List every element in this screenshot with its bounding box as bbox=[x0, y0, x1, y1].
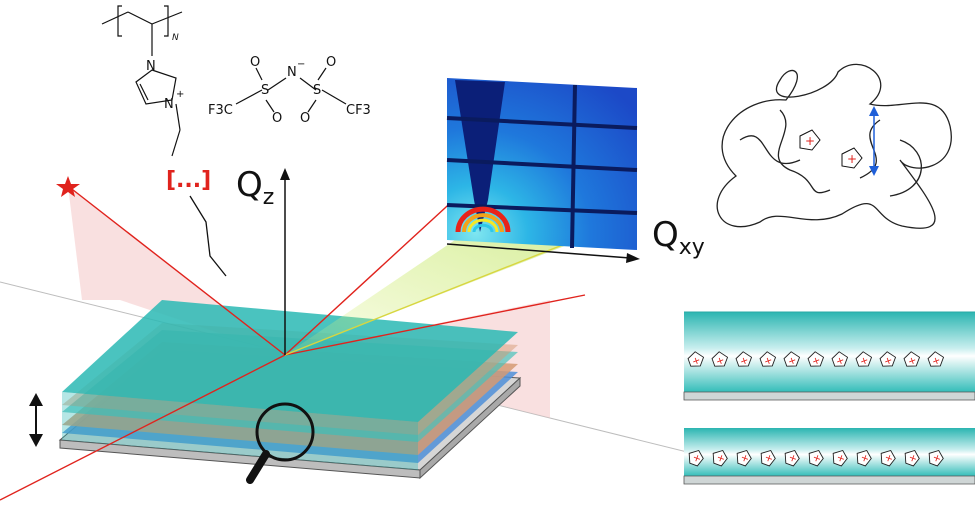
svg-text:+: + bbox=[847, 152, 857, 166]
cation-tilted-6: + bbox=[832, 449, 848, 467]
svg-text:+: + bbox=[811, 453, 824, 465]
svg-text:+: + bbox=[787, 453, 800, 465]
cation-upright-6: + bbox=[831, 351, 849, 368]
svg-text:+: + bbox=[907, 453, 920, 465]
cation-upright-1: + bbox=[711, 351, 729, 368]
cation-symbols: + + bbox=[799, 129, 863, 169]
cation-tilted-1: + bbox=[712, 449, 728, 467]
svg-text:+: + bbox=[691, 355, 703, 368]
cation-tilted-10: + bbox=[928, 449, 944, 467]
alkyl-chain bbox=[189, 195, 227, 277]
svg-text:+: + bbox=[739, 453, 752, 465]
svg-text:+: + bbox=[763, 453, 776, 465]
cation-upright-10: + bbox=[927, 351, 945, 368]
polymer-subscript: N bbox=[172, 33, 179, 43]
svg-text:+: + bbox=[787, 355, 799, 368]
lamellar-slab-upright bbox=[683, 311, 975, 401]
scattered-beam bbox=[284, 239, 576, 356]
qxy-axis bbox=[446, 243, 631, 259]
incident-beam bbox=[67, 185, 286, 356]
svg-text:+: + bbox=[859, 355, 871, 368]
double-arrow-icon bbox=[29, 393, 43, 447]
star-icon bbox=[56, 176, 80, 197]
svg-text:+: + bbox=[835, 355, 847, 368]
svg-text:+: + bbox=[763, 355, 775, 368]
imidazolium-n2: N bbox=[164, 97, 174, 112]
cation-tilted-4: + bbox=[784, 449, 800, 467]
svg-text:+: + bbox=[907, 355, 919, 368]
transmitted-beam bbox=[0, 354, 286, 501]
lamellar-slab-tilted bbox=[683, 428, 975, 485]
cation-tilted-3: + bbox=[760, 449, 776, 467]
cation-tilted-2: + bbox=[736, 449, 752, 467]
anion-structure bbox=[235, 67, 347, 113]
cation-upright-2: + bbox=[735, 351, 753, 368]
imidazolium-n1: N bbox=[146, 59, 156, 74]
spacing-arrow bbox=[869, 106, 879, 176]
svg-text:+: + bbox=[715, 453, 728, 465]
cation-row-upright: + + + + + + + + + + + bbox=[687, 351, 945, 368]
qxy-label: Qxy bbox=[652, 215, 705, 260]
detector-image bbox=[446, 78, 638, 250]
svg-text:+: + bbox=[883, 355, 895, 368]
anion-charge: − bbox=[297, 59, 306, 70]
cf3-left: F3C bbox=[208, 103, 233, 118]
svg-text:+: + bbox=[883, 453, 896, 465]
oxygen-1: O bbox=[250, 55, 261, 70]
oxygen-3: O bbox=[326, 55, 337, 70]
cation-tilted-8: + bbox=[880, 449, 896, 467]
cation-structure bbox=[101, 5, 183, 157]
oxygen-4: O bbox=[300, 111, 311, 126]
ellipsis-label: [...] bbox=[166, 168, 212, 193]
svg-text:+: + bbox=[715, 355, 727, 368]
cation-upright-0: + bbox=[687, 351, 705, 368]
cation-row-tilted: + + + + + + + + + + + bbox=[688, 449, 944, 467]
cation-upright-9: + bbox=[903, 351, 921, 368]
sulfur-left: S bbox=[261, 83, 270, 98]
imidazolium-charge: + bbox=[176, 89, 185, 100]
cation-tilted-5: + bbox=[808, 449, 824, 467]
qxy-arrowhead bbox=[626, 253, 640, 263]
svg-text:+: + bbox=[931, 453, 944, 465]
cation-upright-4: + bbox=[783, 351, 801, 368]
cation-upright-5: + bbox=[807, 351, 825, 368]
cation-upright-8: + bbox=[879, 351, 897, 368]
oxygen-2: O bbox=[272, 111, 283, 126]
polymer-network bbox=[716, 63, 952, 229]
cation-tilted-9: + bbox=[904, 449, 920, 467]
film-stack bbox=[58, 300, 522, 480]
reflected-beam bbox=[284, 184, 471, 356]
cation-upright-3: + bbox=[759, 351, 777, 368]
svg-text:+: + bbox=[691, 453, 704, 465]
cation-upright-7: + bbox=[855, 351, 873, 368]
cation-tilted-0: + bbox=[688, 449, 704, 467]
magnifier-icon bbox=[246, 402, 315, 484]
svg-text:+: + bbox=[739, 355, 751, 368]
svg-text:+: + bbox=[931, 355, 943, 368]
svg-text:+: + bbox=[859, 453, 872, 465]
cation-tilted-7: + bbox=[856, 449, 872, 467]
qz-arrowhead bbox=[280, 168, 290, 180]
sulfur-right: S bbox=[313, 83, 322, 98]
svg-text:+: + bbox=[811, 355, 823, 368]
anion-n: N bbox=[287, 65, 297, 80]
svg-text:+: + bbox=[805, 134, 815, 148]
cf3-right: CF3 bbox=[346, 103, 371, 118]
outgoing-beam bbox=[284, 294, 586, 356]
qz-label: Qz bbox=[236, 165, 275, 210]
svg-text:+: + bbox=[835, 453, 848, 465]
